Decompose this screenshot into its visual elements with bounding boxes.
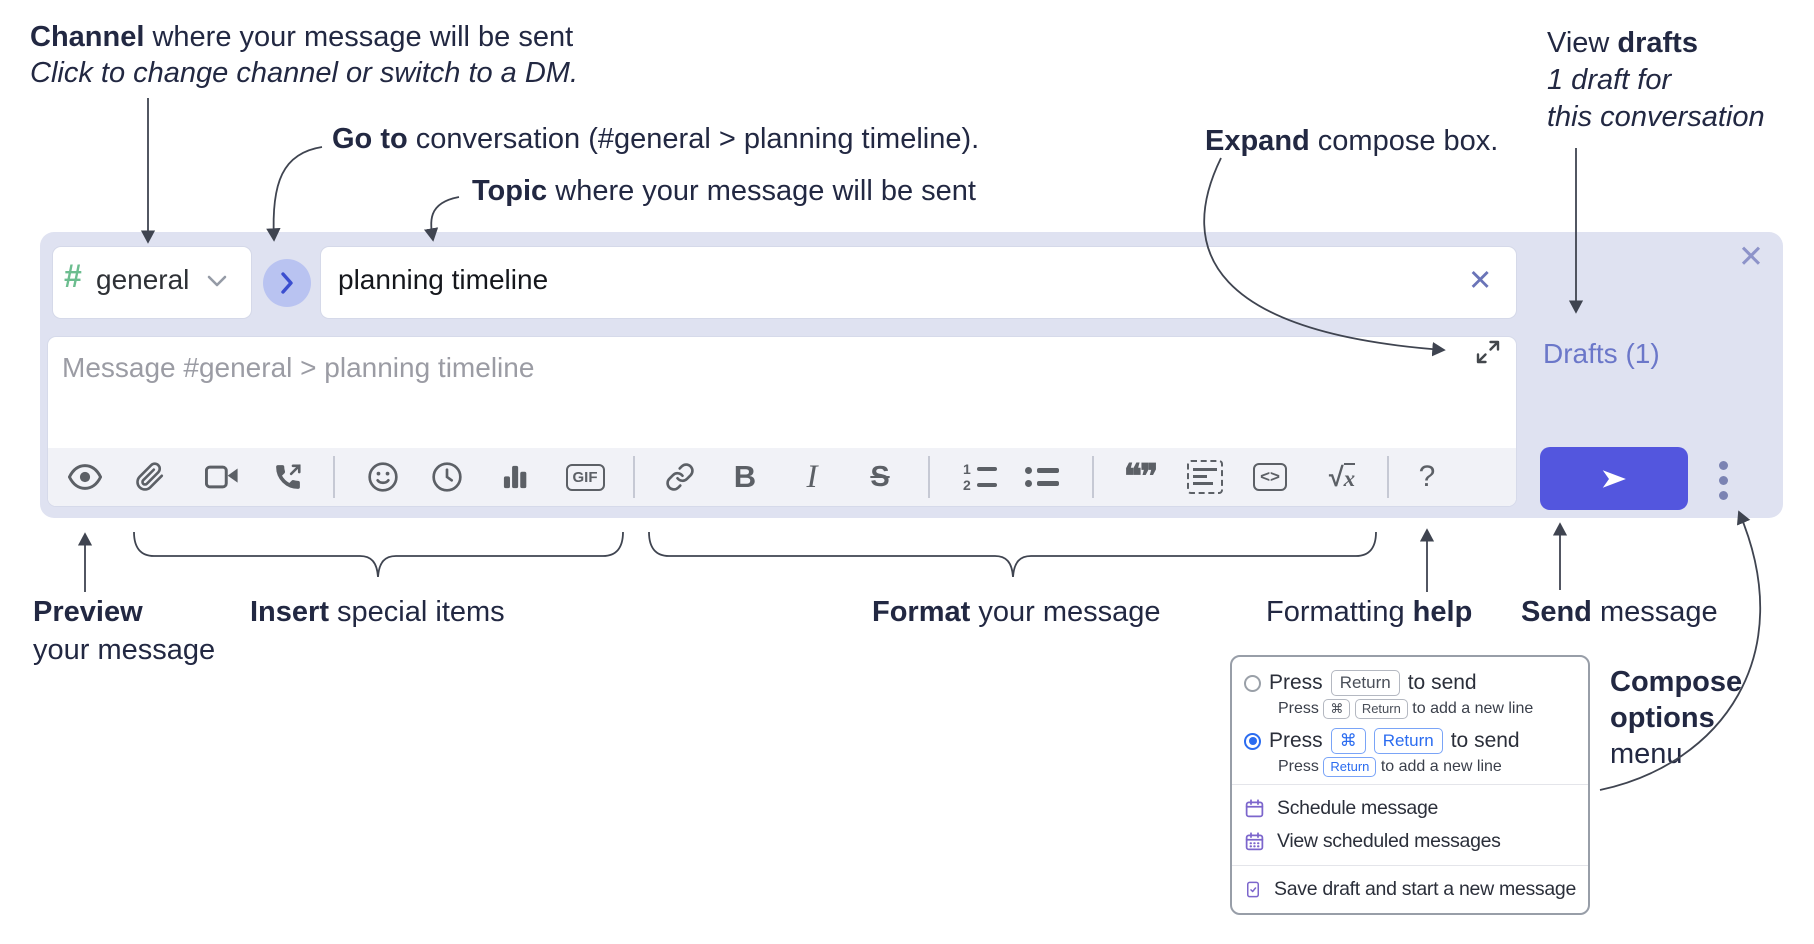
- toolbar-separator: [333, 456, 335, 498]
- menu-option1-subtext: Press ⌘ Return to add a new line: [1278, 699, 1534, 719]
- send-button[interactable]: [1540, 447, 1688, 510]
- format-brace: [648, 531, 1377, 578]
- math-icon[interactable]: √x: [1328, 461, 1356, 492]
- goto-annotation: Go to conversation (#general > planning …: [332, 123, 980, 155]
- cmd-keycap: ⌘: [1330, 728, 1366, 754]
- send-plane-icon: [1602, 469, 1626, 488]
- draft-check-icon: [1247, 881, 1260, 898]
- formatting-help-label: Formatting help: [1266, 596, 1473, 628]
- link-icon[interactable]: [658, 455, 702, 499]
- attach-paperclip-icon[interactable]: [128, 455, 172, 499]
- view-drafts-annotation-line2: 1 draft for: [1547, 64, 1672, 96]
- return-keycap: Return: [1330, 670, 1400, 696]
- chevron-right-icon: [281, 272, 293, 294]
- channel-annotation-bold: Channel: [30, 21, 145, 53]
- numbered-list-icon[interactable]: 1 2: [958, 455, 1002, 499]
- formatting-help-icon[interactable]: ?: [1418, 460, 1436, 493]
- poll-chart-icon[interactable]: [493, 455, 537, 499]
- menu-option-return-to-send[interactable]: Press Return to send: [1232, 667, 1588, 699]
- quote-icon[interactable]: ❝❞: [1123, 459, 1159, 496]
- close-compose-button[interactable]: ✕: [1738, 239, 1764, 274]
- goto-arrow: [266, 146, 323, 242]
- calendar-grid-icon: [1245, 832, 1264, 851]
- compose-options-menu-button[interactable]: [1717, 461, 1729, 500]
- calendar-icon: [1245, 799, 1264, 818]
- radio-unselected-icon[interactable]: [1244, 674, 1261, 692]
- emoji-smiley-icon[interactable]: [361, 455, 405, 499]
- channel-name: general: [96, 264, 190, 295]
- menu-item-save-draft[interactable]: Save draft and start a new message: [1232, 873, 1588, 906]
- insert-brace: [133, 531, 624, 578]
- expand-annotation: Expand compose box.: [1205, 125, 1499, 157]
- toolbar-separator: [633, 456, 635, 498]
- compose-options-menu: Press Return to send Press ⌘ Return to a…: [1230, 655, 1590, 915]
- gif-icon[interactable]: GIF: [563, 455, 607, 499]
- compose-options-label: Compose options menu: [1610, 666, 1743, 770]
- menu-item-schedule-message[interactable]: Schedule message: [1232, 792, 1588, 825]
- preview-eye-icon[interactable]: [63, 455, 107, 499]
- menu-option2-subtext: Press Return to add a new line: [1278, 757, 1502, 777]
- time-clock-icon[interactable]: [425, 455, 469, 499]
- view-drafts-annotation-line3: this conversation: [1547, 101, 1765, 133]
- channel-hash-icon: #: [64, 258, 82, 294]
- strikethrough-icon[interactable]: S: [870, 460, 890, 493]
- menu-item-view-scheduled[interactable]: View scheduled messages: [1232, 825, 1588, 858]
- toolbar-separator: [928, 456, 930, 498]
- send-label: Send message: [1521, 596, 1718, 628]
- return-keycap: Return: [1373, 728, 1443, 754]
- bulleted-list-icon[interactable]: [1020, 455, 1064, 499]
- voice-call-icon[interactable]: [266, 455, 310, 499]
- radio-selected-icon[interactable]: [1244, 732, 1261, 750]
- insert-label: Insert special items: [250, 596, 505, 628]
- code-icon[interactable]: <>: [1248, 455, 1292, 499]
- menu-option-cmd-return-to-send[interactable]: Press ⌘ Return to send: [1232, 725, 1588, 757]
- expand-compose-icon[interactable]: [1474, 338, 1502, 371]
- toolbar-separator: [1387, 456, 1389, 498]
- channel-annotation: Channel where your message will be sent: [30, 20, 573, 54]
- channel-annotation-sub: Click to change channel or switch to a D…: [30, 57, 579, 89]
- goto-conversation-button[interactable]: [263, 259, 311, 307]
- italic-icon[interactable]: I: [806, 458, 818, 495]
- toolbar-separator: [1092, 456, 1094, 498]
- return-keycap: Return: [1323, 757, 1377, 777]
- video-call-icon[interactable]: [200, 455, 244, 499]
- chevron-down-icon[interactable]: [206, 274, 228, 293]
- bold-icon[interactable]: B: [733, 459, 757, 494]
- drafts-link[interactable]: Drafts (1): [1543, 338, 1660, 369]
- menu-divider: [1232, 865, 1588, 866]
- message-placeholder: Message #general > planning timeline: [62, 352, 535, 383]
- topic-clear-button[interactable]: ✕: [1468, 265, 1493, 297]
- topic-annotation: Topic where your message will be sent: [472, 175, 976, 207]
- channel-annotation-text: where your message will be sent: [144, 21, 574, 53]
- cmd-keycap: ⌘: [1323, 699, 1351, 719]
- topic-value: planning timeline: [338, 264, 549, 295]
- view-drafts-annotation: View drafts: [1547, 27, 1698, 59]
- spoiler-icon[interactable]: [1183, 455, 1227, 499]
- menu-divider: [1232, 784, 1588, 785]
- return-keycap: Return: [1354, 699, 1408, 719]
- preview-label: Preview your message: [33, 596, 216, 666]
- compose-toolbar: [48, 448, 1516, 506]
- format-label: Format your message: [872, 596, 1161, 628]
